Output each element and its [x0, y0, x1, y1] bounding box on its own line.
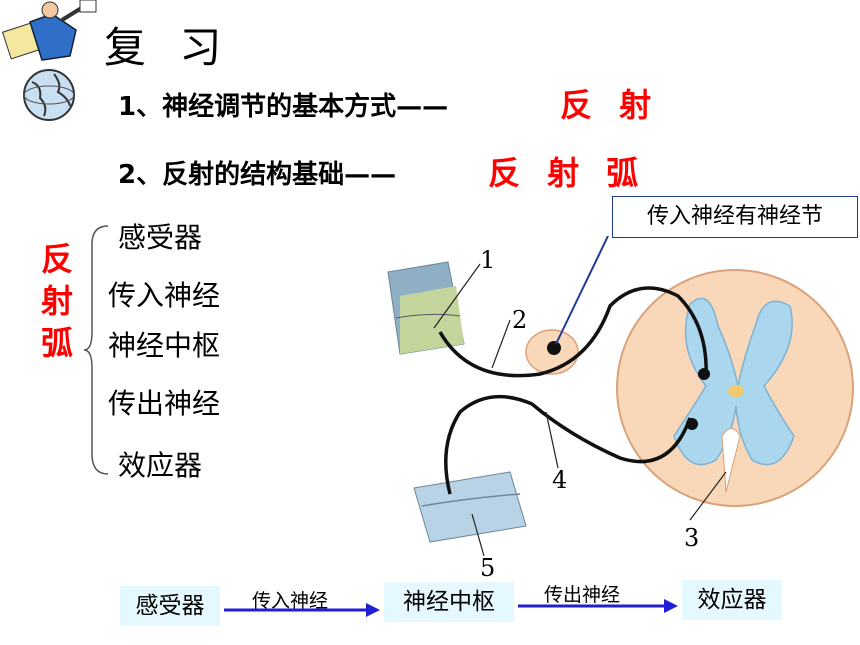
point-1-answer: 反 射	[560, 86, 660, 124]
afferent-nerve-path	[438, 286, 708, 378]
flow-arrow-afferent-label: 传入神经	[252, 590, 329, 612]
diagram-number-2: 2	[512, 306, 528, 334]
spinal-cord	[616, 269, 854, 507]
flow-arrow-afferent	[224, 603, 380, 617]
teacher-clipart	[0, 0, 100, 72]
point-1: 1、神经调节的基本方式——	[118, 86, 448, 123]
brace	[83, 225, 109, 475]
receptor-skin	[387, 261, 465, 355]
reflex-arc-label: 反射弧	[40, 240, 73, 362]
flow-arrow-efferent-label: 传出神经	[544, 584, 621, 606]
flow-box-nerve-center: 神经中枢	[384, 582, 514, 622]
component-nerve-center: 神经中枢	[108, 329, 221, 362]
flow-box-effector: 效应器	[682, 580, 782, 620]
effector-muscle	[413, 471, 527, 543]
globe-icon	[18, 66, 80, 124]
diagram-number-3: 3	[684, 524, 700, 552]
diagram-number-4: 4	[552, 466, 568, 494]
point-2-text: 2、反射的结构基础——	[118, 160, 397, 190]
reflex-arc-diagram	[387, 236, 854, 557]
diagram-number-1: 1	[480, 246, 496, 274]
component-efferent-nerve: 传出神经	[108, 387, 221, 420]
point-2: 2、反射的结构基础——	[118, 154, 396, 191]
ganglion-callout: 传入神经有神经节	[612, 196, 858, 238]
flow-box-receptor: 感受器	[120, 586, 220, 626]
component-receptor: 感受器	[118, 221, 203, 254]
component-effector: 效应器	[118, 449, 203, 482]
efferent-nerve-path	[444, 394, 692, 495]
component-afferent-nerve: 传入神经	[108, 279, 221, 312]
flow-arrow-efferent	[518, 599, 678, 613]
point-2-answer: 反 射 弧	[488, 154, 647, 192]
diagram-number-5: 5	[480, 554, 496, 582]
point-1-text: 1、神经调节的基本方式——	[118, 92, 449, 122]
page-title: 复 习	[104, 23, 232, 72]
